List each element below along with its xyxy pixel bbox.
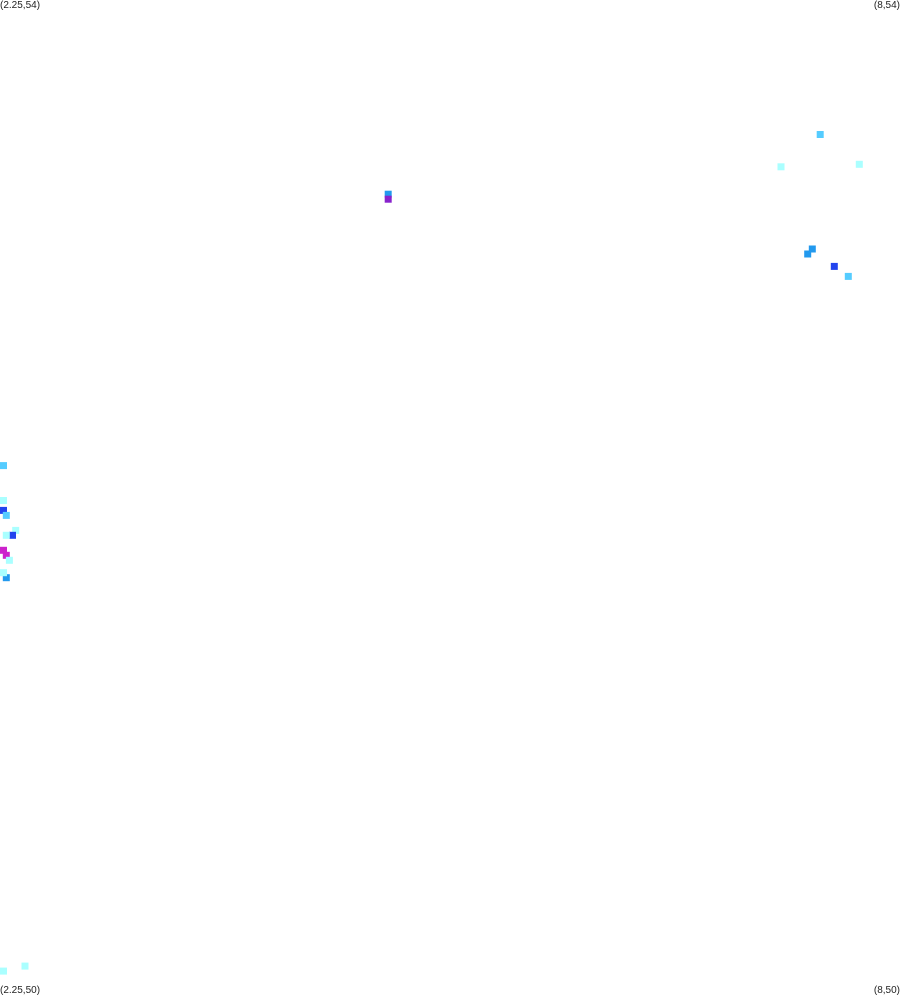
density-cell <box>2 574 10 582</box>
density-cell <box>0 569 7 577</box>
corner-label-top-right: (8,54) <box>873 0 900 11</box>
corner-label-bottom-left: (2.25,50) <box>0 985 41 996</box>
density-cell <box>804 250 812 258</box>
density-cell <box>2 511 10 519</box>
density-cell <box>0 497 7 504</box>
density-cell <box>0 462 7 470</box>
density-cell <box>777 163 785 171</box>
density-cell <box>816 131 824 138</box>
density-cell <box>12 526 20 534</box>
density-cell <box>9 531 16 539</box>
density-cell <box>0 546 7 554</box>
density-cell <box>2 531 10 539</box>
density-cell <box>0 506 7 514</box>
density-cell <box>384 190 392 198</box>
density-cell <box>808 245 816 253</box>
density-cell <box>2 551 10 559</box>
density-cell <box>830 262 838 270</box>
corner-label-bottom-right: (8,50) <box>873 985 900 996</box>
corner-label-top-left: (2.25,54) <box>0 0 41 11</box>
density-cell <box>855 160 863 168</box>
density-cell <box>5 556 13 564</box>
density-cell <box>384 195 392 203</box>
density-cell <box>21 962 29 970</box>
density-cell <box>0 967 7 975</box>
density-cell <box>844 272 852 280</box>
